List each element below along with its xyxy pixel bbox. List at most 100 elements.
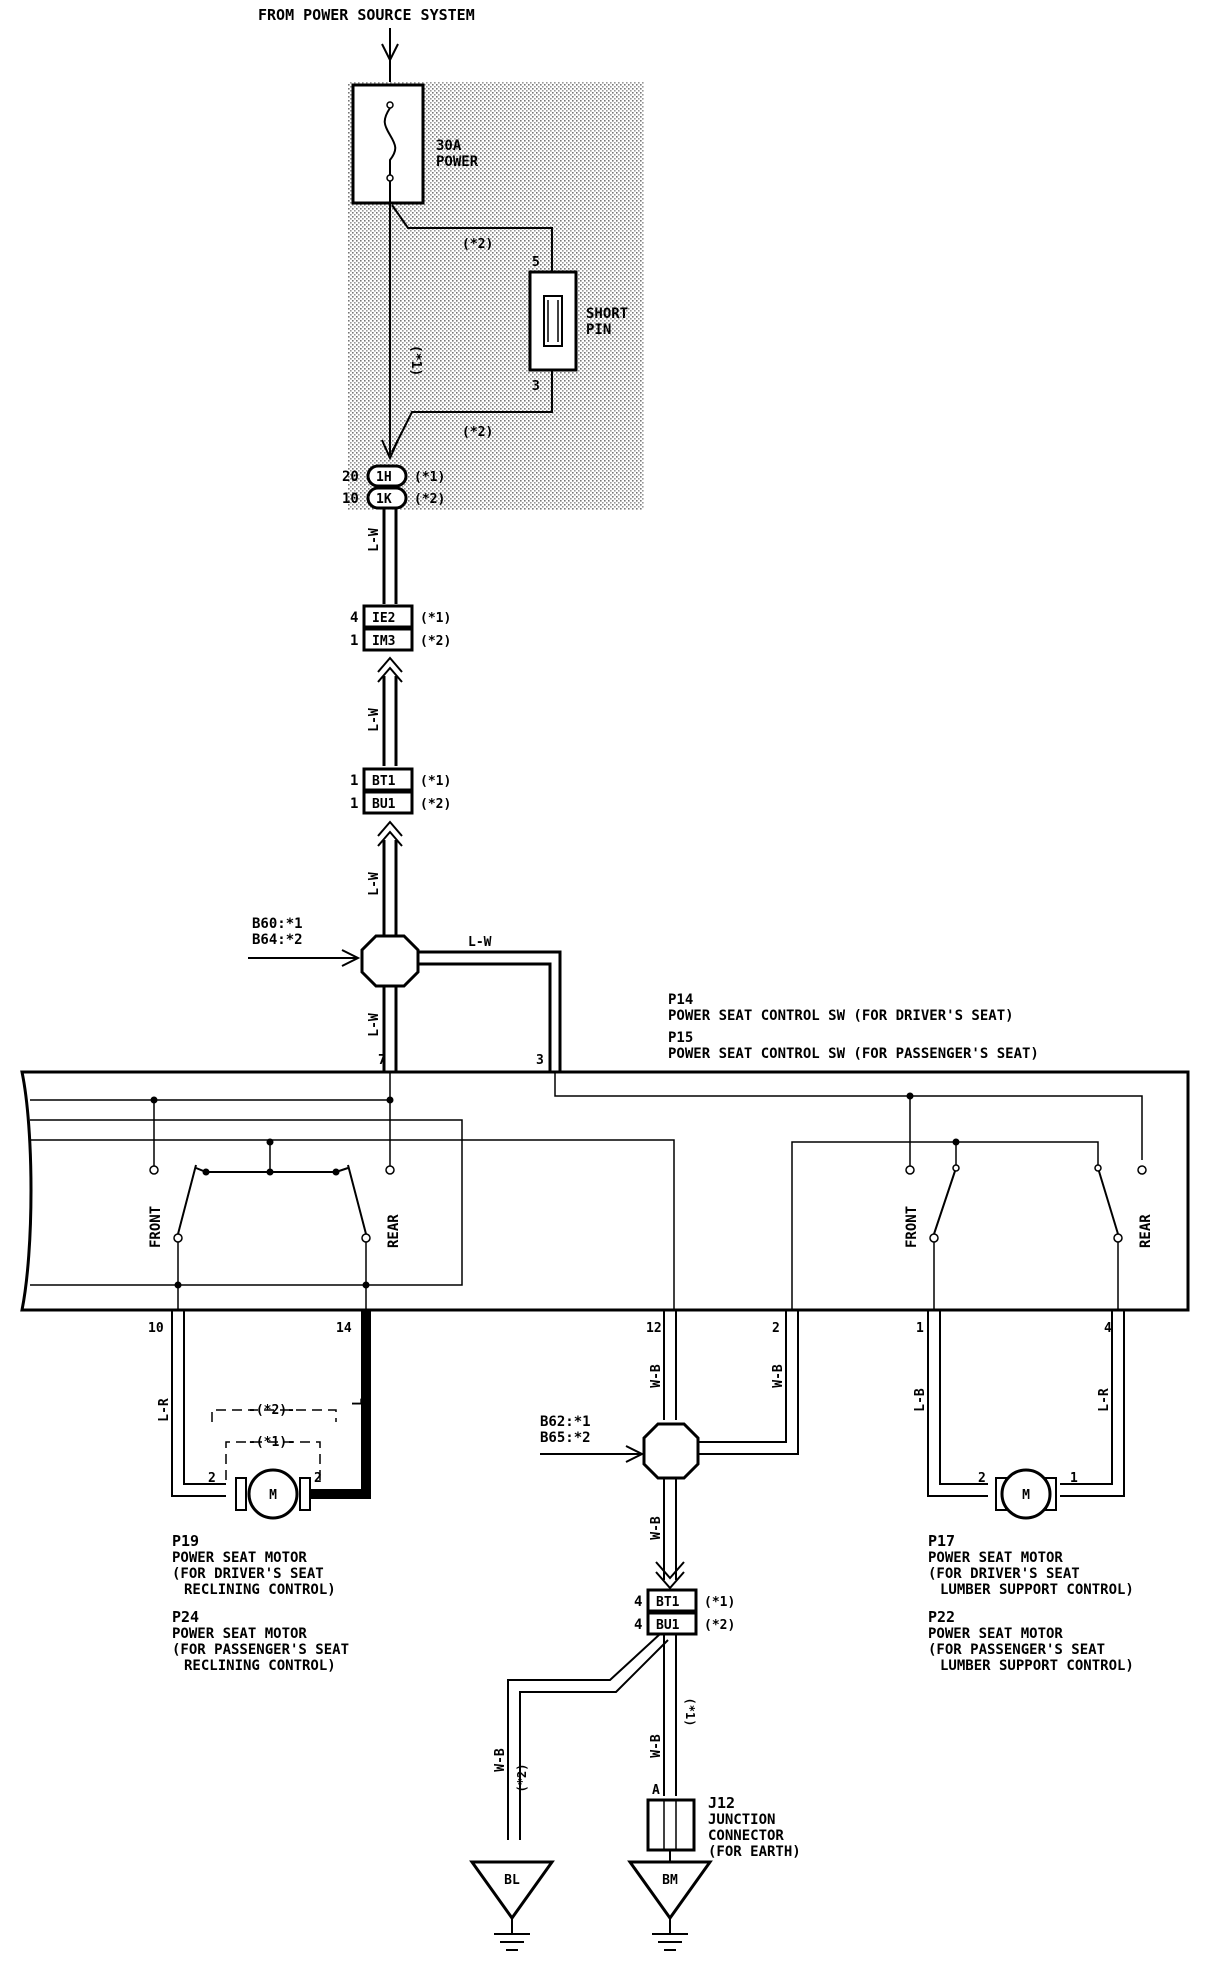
motor-right <box>1000 1468 1052 1520</box>
wire-lw-label-1: L-W <box>367 528 382 552</box>
wire-wb-label-12: W-B <box>649 1364 664 1388</box>
wire-lw-label-branch: L-W <box>468 935 492 950</box>
wire-lw-label-4: L-W <box>367 1013 382 1037</box>
motor-left-id-1: P19 <box>172 1532 199 1550</box>
wire-wb-label-2: W-B <box>771 1364 786 1388</box>
connector-1k-pin: 10 <box>342 491 359 507</box>
variant-2-label-top: (*2) <box>462 237 493 252</box>
motor-left-line-1a: POWER SEAT MOTOR <box>172 1550 307 1566</box>
motor-left-id-2: P24 <box>172 1608 199 1626</box>
motor-right-line-2a: POWER SEAT MOTOR <box>928 1626 1063 1642</box>
wire-lr-left <box>171 1310 226 1497</box>
motor-left-tag-outer: -(*2)- <box>248 1403 295 1418</box>
source-label: FROM POWER SOURCE SYSTEM <box>258 6 475 24</box>
ground-bm-label: BM <box>662 1873 678 1888</box>
switch-name-2: POWER SEAT CONTROL SW (FOR PASSENGER'S S… <box>668 1046 1039 1062</box>
wire-lw-branch <box>418 950 562 1072</box>
fuse-rating: 30A <box>436 138 462 154</box>
connector-1h-pin: 20 <box>342 469 359 485</box>
j12-line-1: JUNCTION <box>708 1812 775 1828</box>
switch-pin-10: 10 <box>148 1321 164 1336</box>
wire-lr-label-right: L-R <box>1097 1388 1112 1412</box>
connector-bu1-top-pin: 1 <box>350 796 358 812</box>
variant-2-label-bottom: (*2) <box>462 425 493 440</box>
switch-pin-2: 2 <box>772 1321 780 1336</box>
junction-b62 <box>642 1422 700 1480</box>
variant-1-label: (*1) <box>408 345 423 376</box>
switch-id-1: P14 <box>668 992 693 1008</box>
motor-left-line-1c: RECLINING CONTROL) <box>184 1582 336 1598</box>
connector-ie2-code: IE2 <box>372 611 395 626</box>
connector-bt1-top <box>362 767 414 792</box>
motor-right-line-1b: (FOR DRIVER'S SEAT <box>928 1566 1080 1582</box>
short-pin-label-2: PIN <box>586 322 611 338</box>
motor-right-pin-r: 1 <box>1070 1471 1078 1486</box>
j12-id: J12 <box>708 1794 735 1812</box>
connector-bt1-top-pin: 1 <box>350 773 358 789</box>
wire-wb-j12 <box>663 1634 677 1796</box>
switch-pin-3: 3 <box>536 1053 544 1068</box>
connector-im3 <box>362 627 414 652</box>
motor-left-tag-inner: -(*1)- <box>248 1435 295 1450</box>
connector-bu1-top <box>362 790 414 815</box>
connector-bt1-top-tag: (*1) <box>420 774 451 789</box>
switch-id-2: P15 <box>668 1030 693 1046</box>
short-pin-pin-bottom: 3 <box>532 379 540 394</box>
wire-wb-label-bl: W-B <box>493 1748 508 1772</box>
short-pin-label-1: SHORT <box>586 306 628 322</box>
connector-im3-code: IM3 <box>372 634 395 649</box>
wire-lw-3 <box>382 840 398 935</box>
wire-wb-down <box>663 1478 677 1580</box>
ground-bl <box>469 1860 555 1921</box>
motor-left-pin-r: 2 <box>314 1471 322 1486</box>
wire-wb-label-j12: W-B <box>649 1734 664 1758</box>
ground-bm <box>627 1860 713 1921</box>
junction-2-label-a: B62:*1 <box>540 1414 591 1430</box>
wire-lw-label-3: L-W <box>367 872 382 896</box>
connector-bt1-top-code: BT1 <box>372 774 396 789</box>
wire-lb-right <box>927 1310 988 1497</box>
connector-bu1-bot-pin: 4 <box>634 1617 642 1633</box>
wire-lw-label-2: L-W <box>367 708 382 732</box>
connector-bu1-bot-tag: (*2) <box>704 1618 735 1633</box>
motor-right-symbol: M <box>1022 1488 1030 1503</box>
wire-wb-label-down: W-B <box>649 1516 664 1540</box>
connector-bu1-top-tag: (*2) <box>420 797 451 812</box>
switch-pin-14: 14 <box>336 1321 352 1336</box>
wire-l-left <box>310 1310 371 1499</box>
wire-wb-2 <box>696 1310 799 1455</box>
motor-left-line-1b: (FOR DRIVER'S SEAT <box>172 1566 324 1582</box>
wire-lw-4 <box>382 986 398 1072</box>
wire-lr-label-left: L-R <box>157 1398 172 1422</box>
wire-wb-bl <box>507 1633 669 1840</box>
switch-name-1: POWER SEAT CONTROL SW (FOR DRIVER'S SEAT… <box>668 1008 1014 1024</box>
connector-ie2-pin: 4 <box>350 610 358 626</box>
motor-right-id-2: P22 <box>928 1608 955 1626</box>
connector-bt1-bot-tag: (*1) <box>704 1595 735 1610</box>
left-switch-rear: REAR <box>386 1214 402 1248</box>
motor-right-line-2c: LUMBER SUPPORT CONTROL) <box>940 1658 1134 1674</box>
connector-im3-tag: (*2) <box>420 634 451 649</box>
variant-2-label-bl: (*2) <box>515 1764 529 1793</box>
short-pin-pin-top: 5 <box>532 255 540 270</box>
connector-1h-code: 1H <box>376 470 392 485</box>
motor-right-line-1a: POWER SEAT MOTOR <box>928 1550 1063 1566</box>
switch-pin-1: 1 <box>916 1321 924 1336</box>
j12-line-3: (FOR EARTH) <box>708 1844 801 1860</box>
junction-1-label-b: B64:*2 <box>252 932 303 948</box>
switch-pin-4: 4 <box>1104 1321 1112 1336</box>
motor-left-symbol: M <box>269 1488 277 1503</box>
fuse-name: POWER <box>436 154 479 170</box>
motor-left <box>247 1468 299 1520</box>
connector-bt1-bottom <box>646 1588 698 1613</box>
motor-left-pin-l: 2 <box>208 1471 216 1486</box>
wire-l-label-left: L <box>351 1398 366 1406</box>
junction-2-label-b: B65:*2 <box>540 1430 591 1446</box>
junction-1-label-a: B60:*1 <box>252 916 303 932</box>
junction-b60 <box>360 934 420 988</box>
j12-pin: A <box>652 1783 660 1798</box>
connector-1k-tag: (*2) <box>414 492 445 507</box>
right-switch-front: FRONT <box>904 1206 920 1248</box>
wire-lw-1 <box>382 508 398 604</box>
wire-wb-12 <box>663 1310 677 1420</box>
